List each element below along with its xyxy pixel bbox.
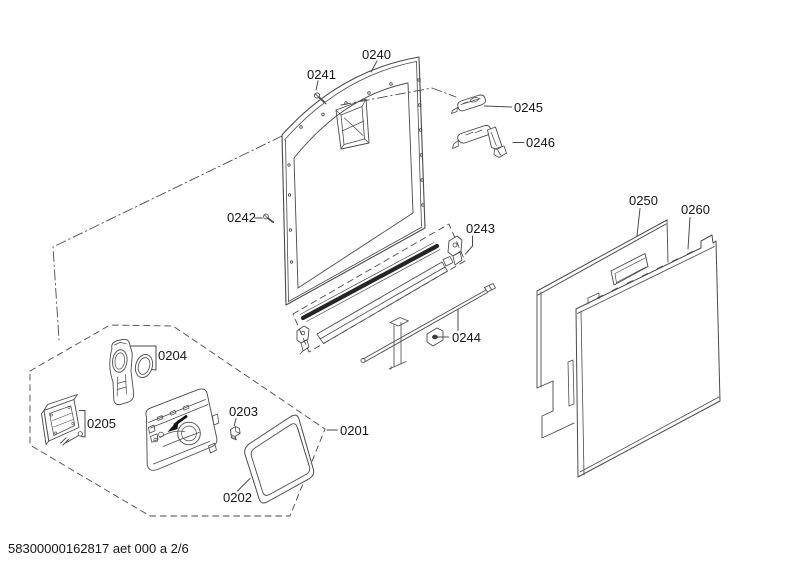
callout-labels: 0240 0241 0242 0243 0244 0245 0246 0250 … bbox=[87, 47, 710, 505]
clip-drawing bbox=[230, 426, 241, 441]
door-seal-strip-drawing bbox=[296, 235, 463, 355]
panel-mounting-marks bbox=[596, 251, 694, 299]
callout-0205: 0205 bbox=[87, 416, 116, 431]
decor-door-panel-drawing bbox=[567, 234, 721, 478]
outer-door-panel-drawing bbox=[536, 219, 669, 439]
assembly-group-boundaries bbox=[29, 223, 466, 517]
callout-0246: 0246 bbox=[526, 135, 555, 150]
inner-door-panel-drawing bbox=[281, 56, 426, 306]
group-0201-boundary bbox=[29, 324, 326, 517]
callout-0204: 0204 bbox=[158, 348, 187, 363]
callout-0245: 0245 bbox=[514, 100, 543, 115]
callout-0201: 0201 bbox=[340, 423, 369, 438]
control-module-drawing bbox=[41, 394, 83, 446]
callout-leader-lines bbox=[79, 60, 691, 492]
document-code: 58300000162817 aet 000 a 2/6 bbox=[8, 541, 189, 556]
center-construction-lines bbox=[52, 87, 457, 341]
callout-0240: 0240 bbox=[362, 47, 391, 62]
door-latch-drawing bbox=[451, 94, 486, 114]
callout-0203: 0203 bbox=[229, 404, 258, 419]
callout-0244: 0244 bbox=[452, 330, 481, 345]
callout-0202: 0202 bbox=[223, 490, 252, 505]
dispenser-funnel-drawing bbox=[109, 338, 154, 406]
screw-0241-drawing bbox=[313, 92, 327, 105]
group-0243-boundary bbox=[292, 223, 466, 353]
gasket-frame-drawing bbox=[244, 414, 315, 504]
tension-rod-drawing bbox=[360, 283, 496, 370]
callout-0242: 0242 bbox=[227, 210, 256, 225]
callout-0241: 0241 bbox=[307, 67, 336, 82]
door-screw-holes bbox=[287, 78, 425, 264]
screw-0242-drawing bbox=[263, 213, 275, 224]
callout-0260: 0260 bbox=[681, 202, 710, 217]
door-lock-drawing bbox=[452, 125, 507, 158]
mounting-pointer bbox=[60, 431, 83, 446]
callout-0243: 0243 bbox=[466, 221, 495, 236]
gasket-ring bbox=[134, 353, 154, 379]
callout-0250: 0250 bbox=[629, 193, 658, 208]
detergent-dispenser-drawing bbox=[145, 388, 220, 471]
